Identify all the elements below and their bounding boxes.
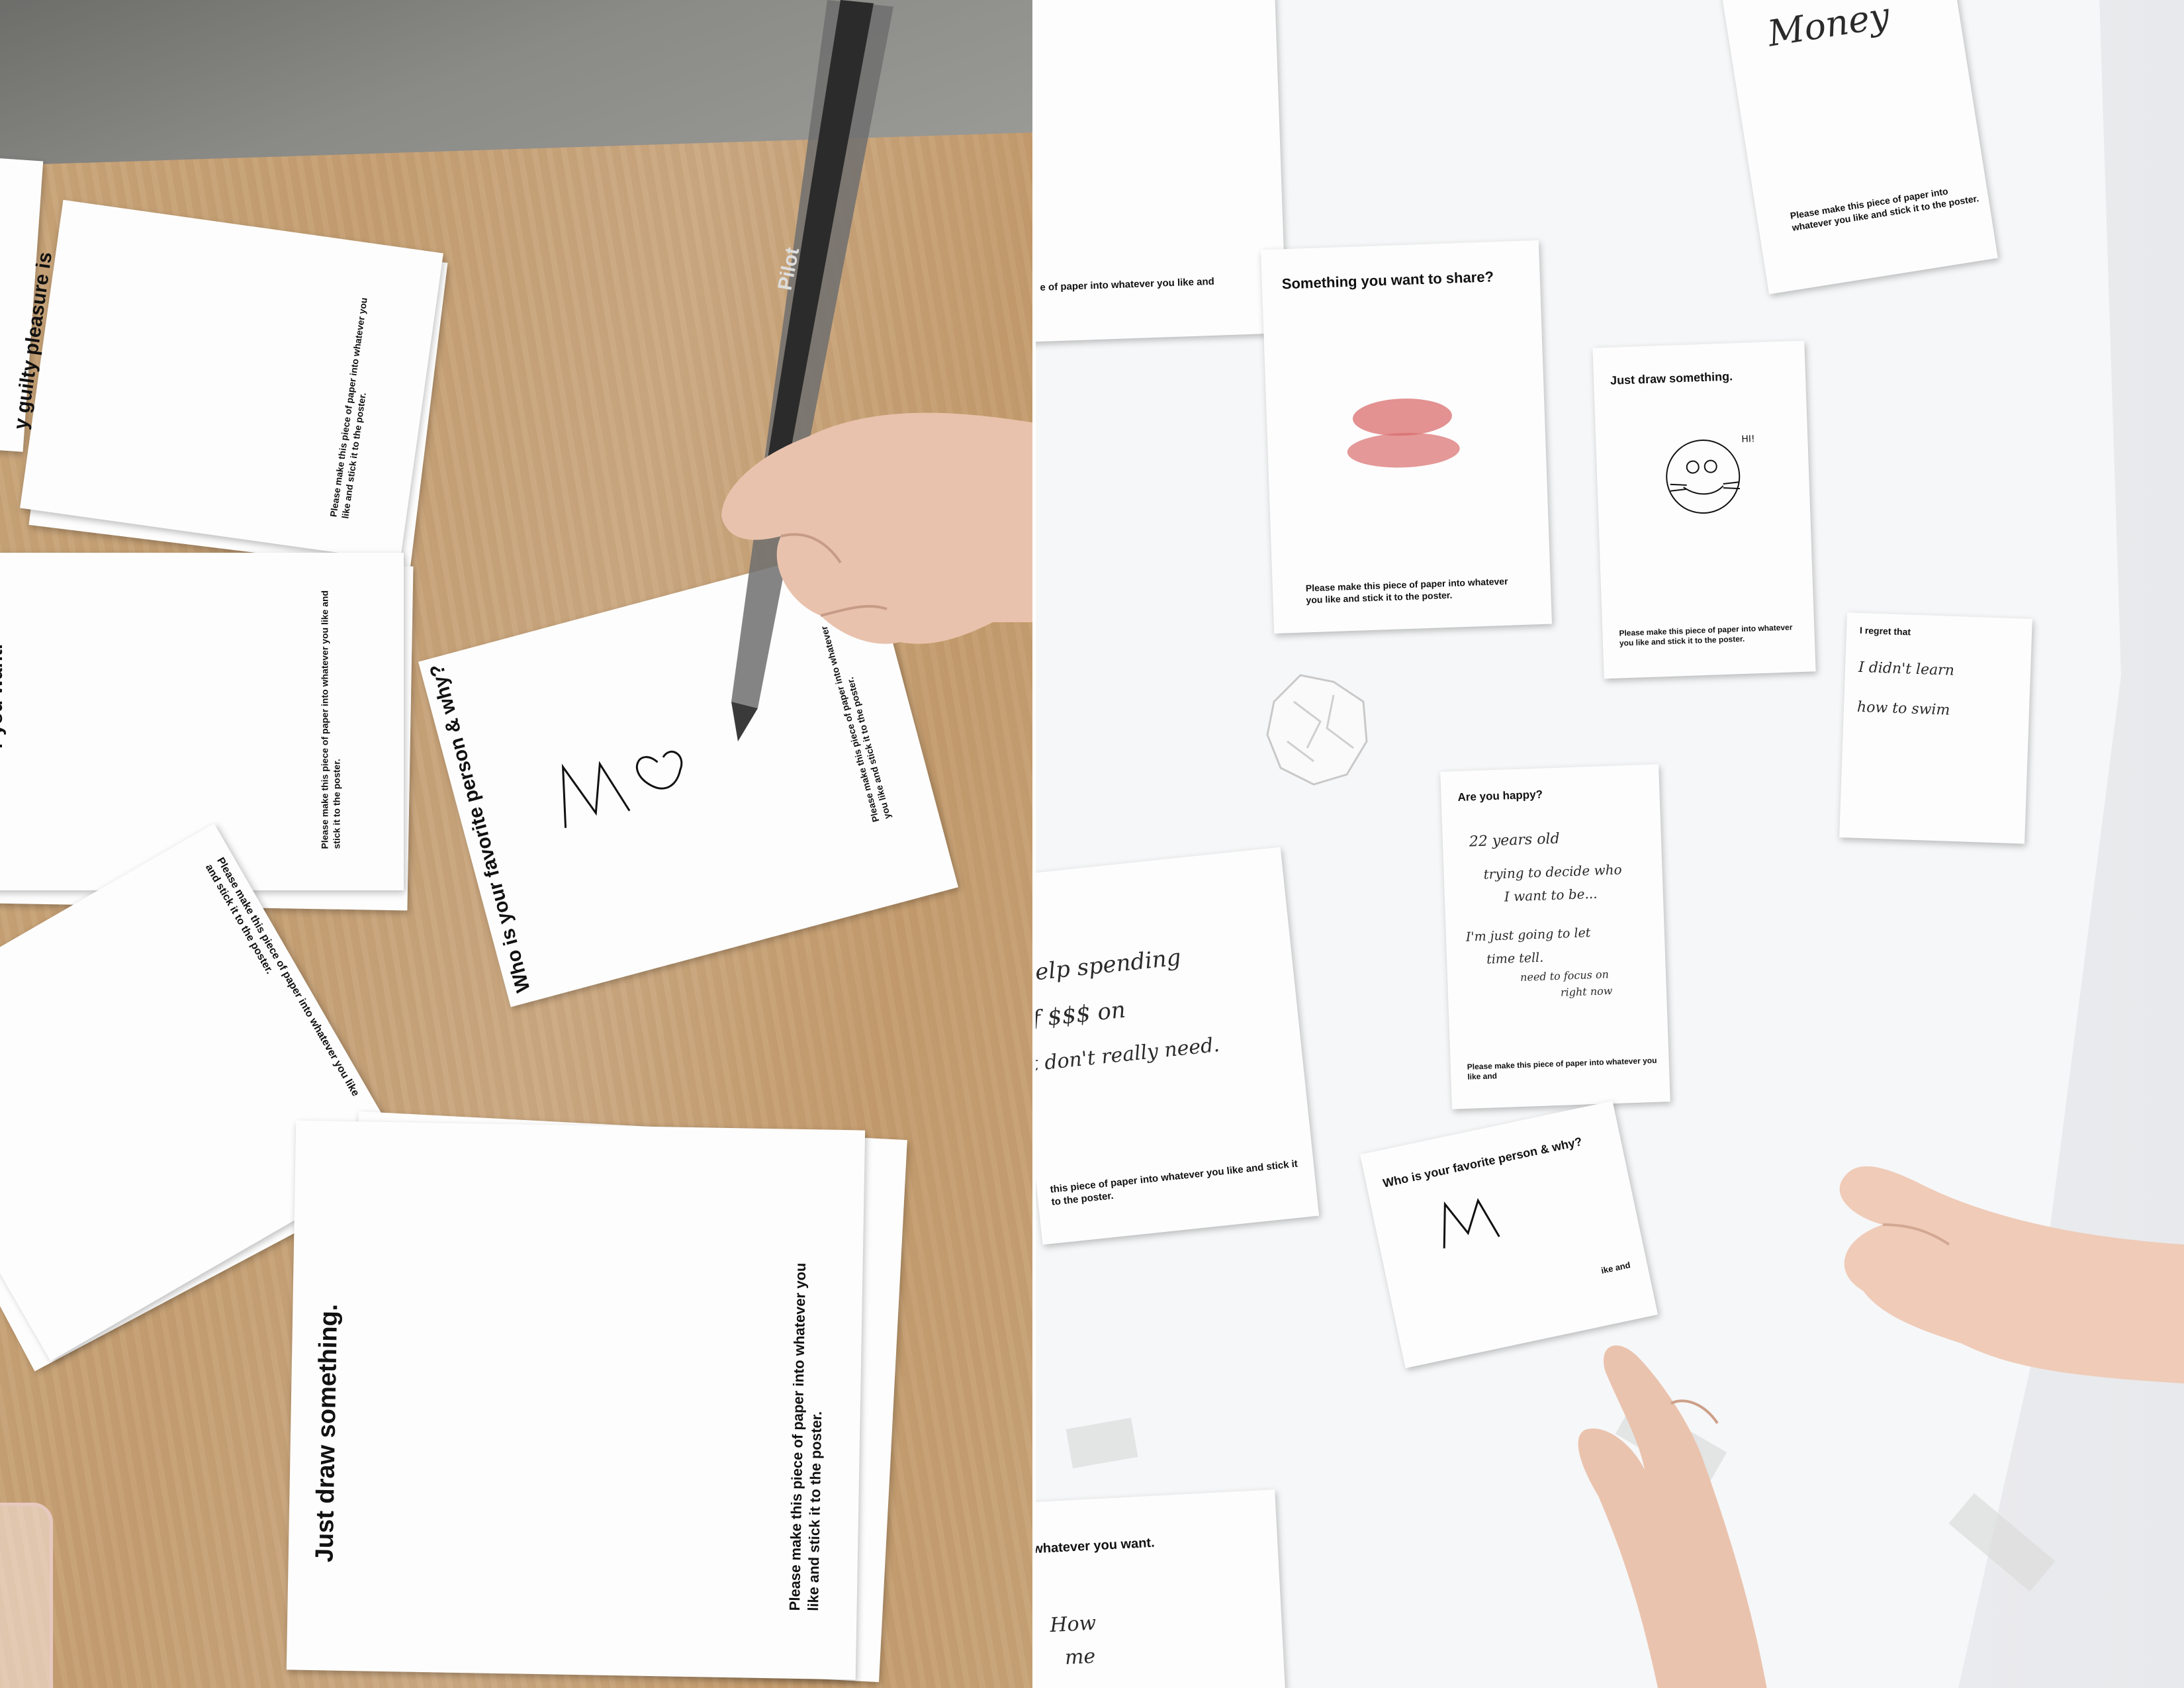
cat-drawing: HI!: [1666, 434, 1755, 514]
card-partial-top-left: e of paper into whatever you like and: [1036, 0, 1287, 342]
photo-divider: [1032, 0, 1036, 1688]
hi-text: HI!: [1741, 434, 1755, 445]
writing-hand: [721, 412, 1036, 644]
left-photo: y guilty pleasure is Please make this pi…: [0, 0, 1036, 1688]
right-photo: e of paper into whatever you like and Mo…: [1036, 0, 2184, 1688]
card-just-draw-something: Just draw something. Please make this pi…: [286, 1120, 866, 1680]
crumpled-paper-ball: [1266, 674, 1368, 786]
crown-heart-doodle: [561, 751, 683, 828]
placing-hands: [1578, 1166, 2184, 1688]
card-regret: I regret that I didn't learn how to swim: [1839, 612, 2032, 844]
card-favorite-person: Who is your favorite person & why? Pleas…: [418, 541, 958, 1008]
card-just-draw-cat: Just draw something. HI! Please make thi…: [1592, 340, 1816, 679]
card-favorite-person-posted: Who is your favorite person & why? ike a…: [1359, 1101, 1659, 1368]
crown-doodle: [1443, 1197, 1500, 1248]
card-are-you-happy: Are you happy? 22 years old trying to de…: [1440, 764, 1670, 1109]
card-guilty-pleasure: y guilty pleasure is Please make this pi…: [10, 199, 443, 562]
card-something-to-share: Something you want to share? Please make…: [1261, 240, 1552, 634]
lipstick-kiss-mark: [1347, 399, 1460, 468]
card-spending: help spending f $$$ on t don't really ne…: [1036, 847, 1320, 1245]
card-whatever-you-want-posted: whatever you want. How me: [1036, 1489, 1287, 1688]
phone-corner: [0, 1503, 53, 1688]
card-money: Money Please make this piece of paper in…: [1721, 0, 1998, 295]
